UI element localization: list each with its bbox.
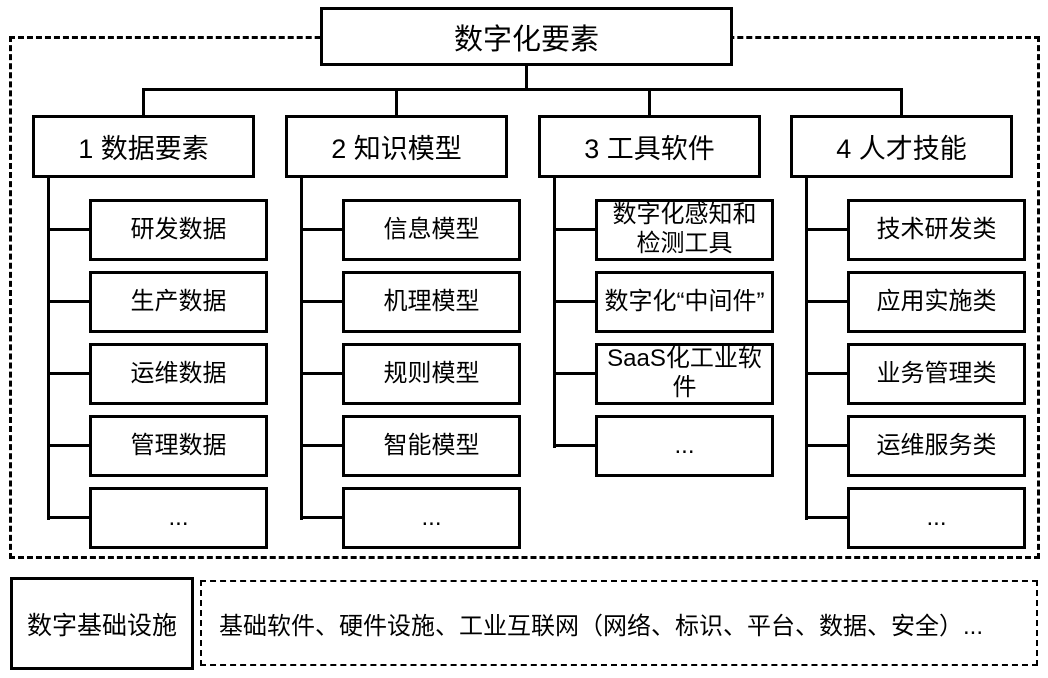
child-node: 信息模型 xyxy=(342,199,521,261)
child-label: 运维服务类 xyxy=(876,431,997,459)
child-label: 研发数据 xyxy=(130,215,227,243)
connector-bus xyxy=(142,88,903,91)
connector-tick xyxy=(553,300,598,303)
child-node: 机理模型 xyxy=(342,271,521,333)
category-node-4: 4 人才技能 xyxy=(790,115,1013,178)
child-label: 管理数据 xyxy=(130,431,227,459)
connector-trunk-3 xyxy=(553,177,556,448)
infrastructure-label-box: 数字基础设施 xyxy=(10,577,194,670)
connector-trunk-4 xyxy=(805,177,808,520)
connector-stub-2 xyxy=(395,88,398,116)
child-node: 生产数据 xyxy=(89,271,268,333)
connector-tick xyxy=(553,228,598,231)
child-node-ellipsis: ... xyxy=(595,415,774,477)
child-label: 机理模型 xyxy=(383,287,480,315)
child-label: 智能模型 xyxy=(383,431,480,459)
connector-trunk-1 xyxy=(47,177,50,520)
child-node-ellipsis: ... xyxy=(89,487,268,549)
category-node-2: 2 知识模型 xyxy=(285,115,508,178)
child-label: SaaS化工业软件 xyxy=(607,345,762,401)
child-node: 业务管理类 xyxy=(847,343,1026,405)
connector-root-stem xyxy=(525,63,528,91)
child-node: 运维数据 xyxy=(89,343,268,405)
child-label: ... xyxy=(674,431,695,459)
connector-stub-4 xyxy=(900,88,903,116)
child-label: 运维数据 xyxy=(130,359,227,387)
category-node-3: 3 工具软件 xyxy=(538,115,761,178)
child-label: 业务管理类 xyxy=(876,359,997,387)
connector-tick xyxy=(805,444,850,447)
connector-tick xyxy=(47,444,92,447)
child-node: 数字化感知和检测工具 xyxy=(595,199,774,261)
category-label: 3 工具软件 xyxy=(584,134,715,164)
category-column-2: 2 知识模型 信息模型 机理模型 规则模型 智能模型 ... xyxy=(285,115,521,557)
category-column-3: 3 工具软件 数字化感知和检测工具 数字化“中间件” SaaS化工业软件 ... xyxy=(538,115,774,557)
child-label: 数字化感知和检测工具 xyxy=(612,201,757,257)
connector-tick xyxy=(300,372,345,375)
root-label: 数字化要素 xyxy=(453,23,599,56)
child-label: 数字化“中间件” xyxy=(604,287,765,315)
connector-tick xyxy=(805,516,850,519)
child-label: 信息模型 xyxy=(383,215,480,243)
connector-tick xyxy=(300,516,345,519)
category-column-1: 1 数据要素 研发数据 生产数据 运维数据 管理数据 ... xyxy=(32,115,268,557)
child-node: 规则模型 xyxy=(342,343,521,405)
child-node: 管理数据 xyxy=(89,415,268,477)
connector-tick xyxy=(47,516,92,519)
child-label: 生产数据 xyxy=(130,287,227,315)
child-node: 研发数据 xyxy=(89,199,268,261)
connector-trunk-2 xyxy=(300,177,303,520)
connector-tick xyxy=(47,300,92,303)
child-label: 规则模型 xyxy=(383,359,480,387)
child-node: SaaS化工业软件 xyxy=(595,343,774,405)
infrastructure-content: 基础软件、硬件设施、工业互联网（网络、标识、平台、数据、安全）... xyxy=(219,612,984,640)
connector-tick xyxy=(805,372,850,375)
connector-tick xyxy=(47,228,92,231)
root-node: 数字化要素 xyxy=(320,7,733,66)
child-label: ... xyxy=(168,503,189,531)
child-node: 技术研发类 xyxy=(847,199,1026,261)
child-node: 智能模型 xyxy=(342,415,521,477)
connector-tick xyxy=(300,228,345,231)
category-label: 4 人才技能 xyxy=(836,134,967,164)
connector-stub-3 xyxy=(648,88,651,116)
child-node: 应用实施类 xyxy=(847,271,1026,333)
connector-tick xyxy=(300,444,345,447)
child-node-ellipsis: ... xyxy=(847,487,1026,549)
category-column-4: 4 人才技能 技术研发类 应用实施类 业务管理类 运维服务类 ... xyxy=(790,115,1026,557)
category-label: 1 数据要素 xyxy=(78,134,209,164)
infrastructure-label: 数字基础设施 xyxy=(26,611,177,640)
connector-tick xyxy=(805,300,850,303)
category-label: 2 知识模型 xyxy=(331,134,462,164)
child-label: ... xyxy=(926,503,947,531)
infrastructure-content-box: 基础软件、硬件设施、工业互联网（网络、标识、平台、数据、安全）... xyxy=(200,580,1038,666)
child-label: ... xyxy=(421,503,442,531)
connector-tick xyxy=(553,444,598,447)
child-node: 运维服务类 xyxy=(847,415,1026,477)
connector-tick xyxy=(805,228,850,231)
connector-tick xyxy=(300,300,345,303)
connector-stub-1 xyxy=(142,88,145,116)
child-label: 应用实施类 xyxy=(876,287,997,315)
child-label: 技术研发类 xyxy=(876,215,997,243)
child-node: 数字化“中间件” xyxy=(595,271,774,333)
connector-tick xyxy=(47,372,92,375)
connector-tick xyxy=(553,372,598,375)
child-node-ellipsis: ... xyxy=(342,487,521,549)
category-node-1: 1 数据要素 xyxy=(32,115,255,178)
